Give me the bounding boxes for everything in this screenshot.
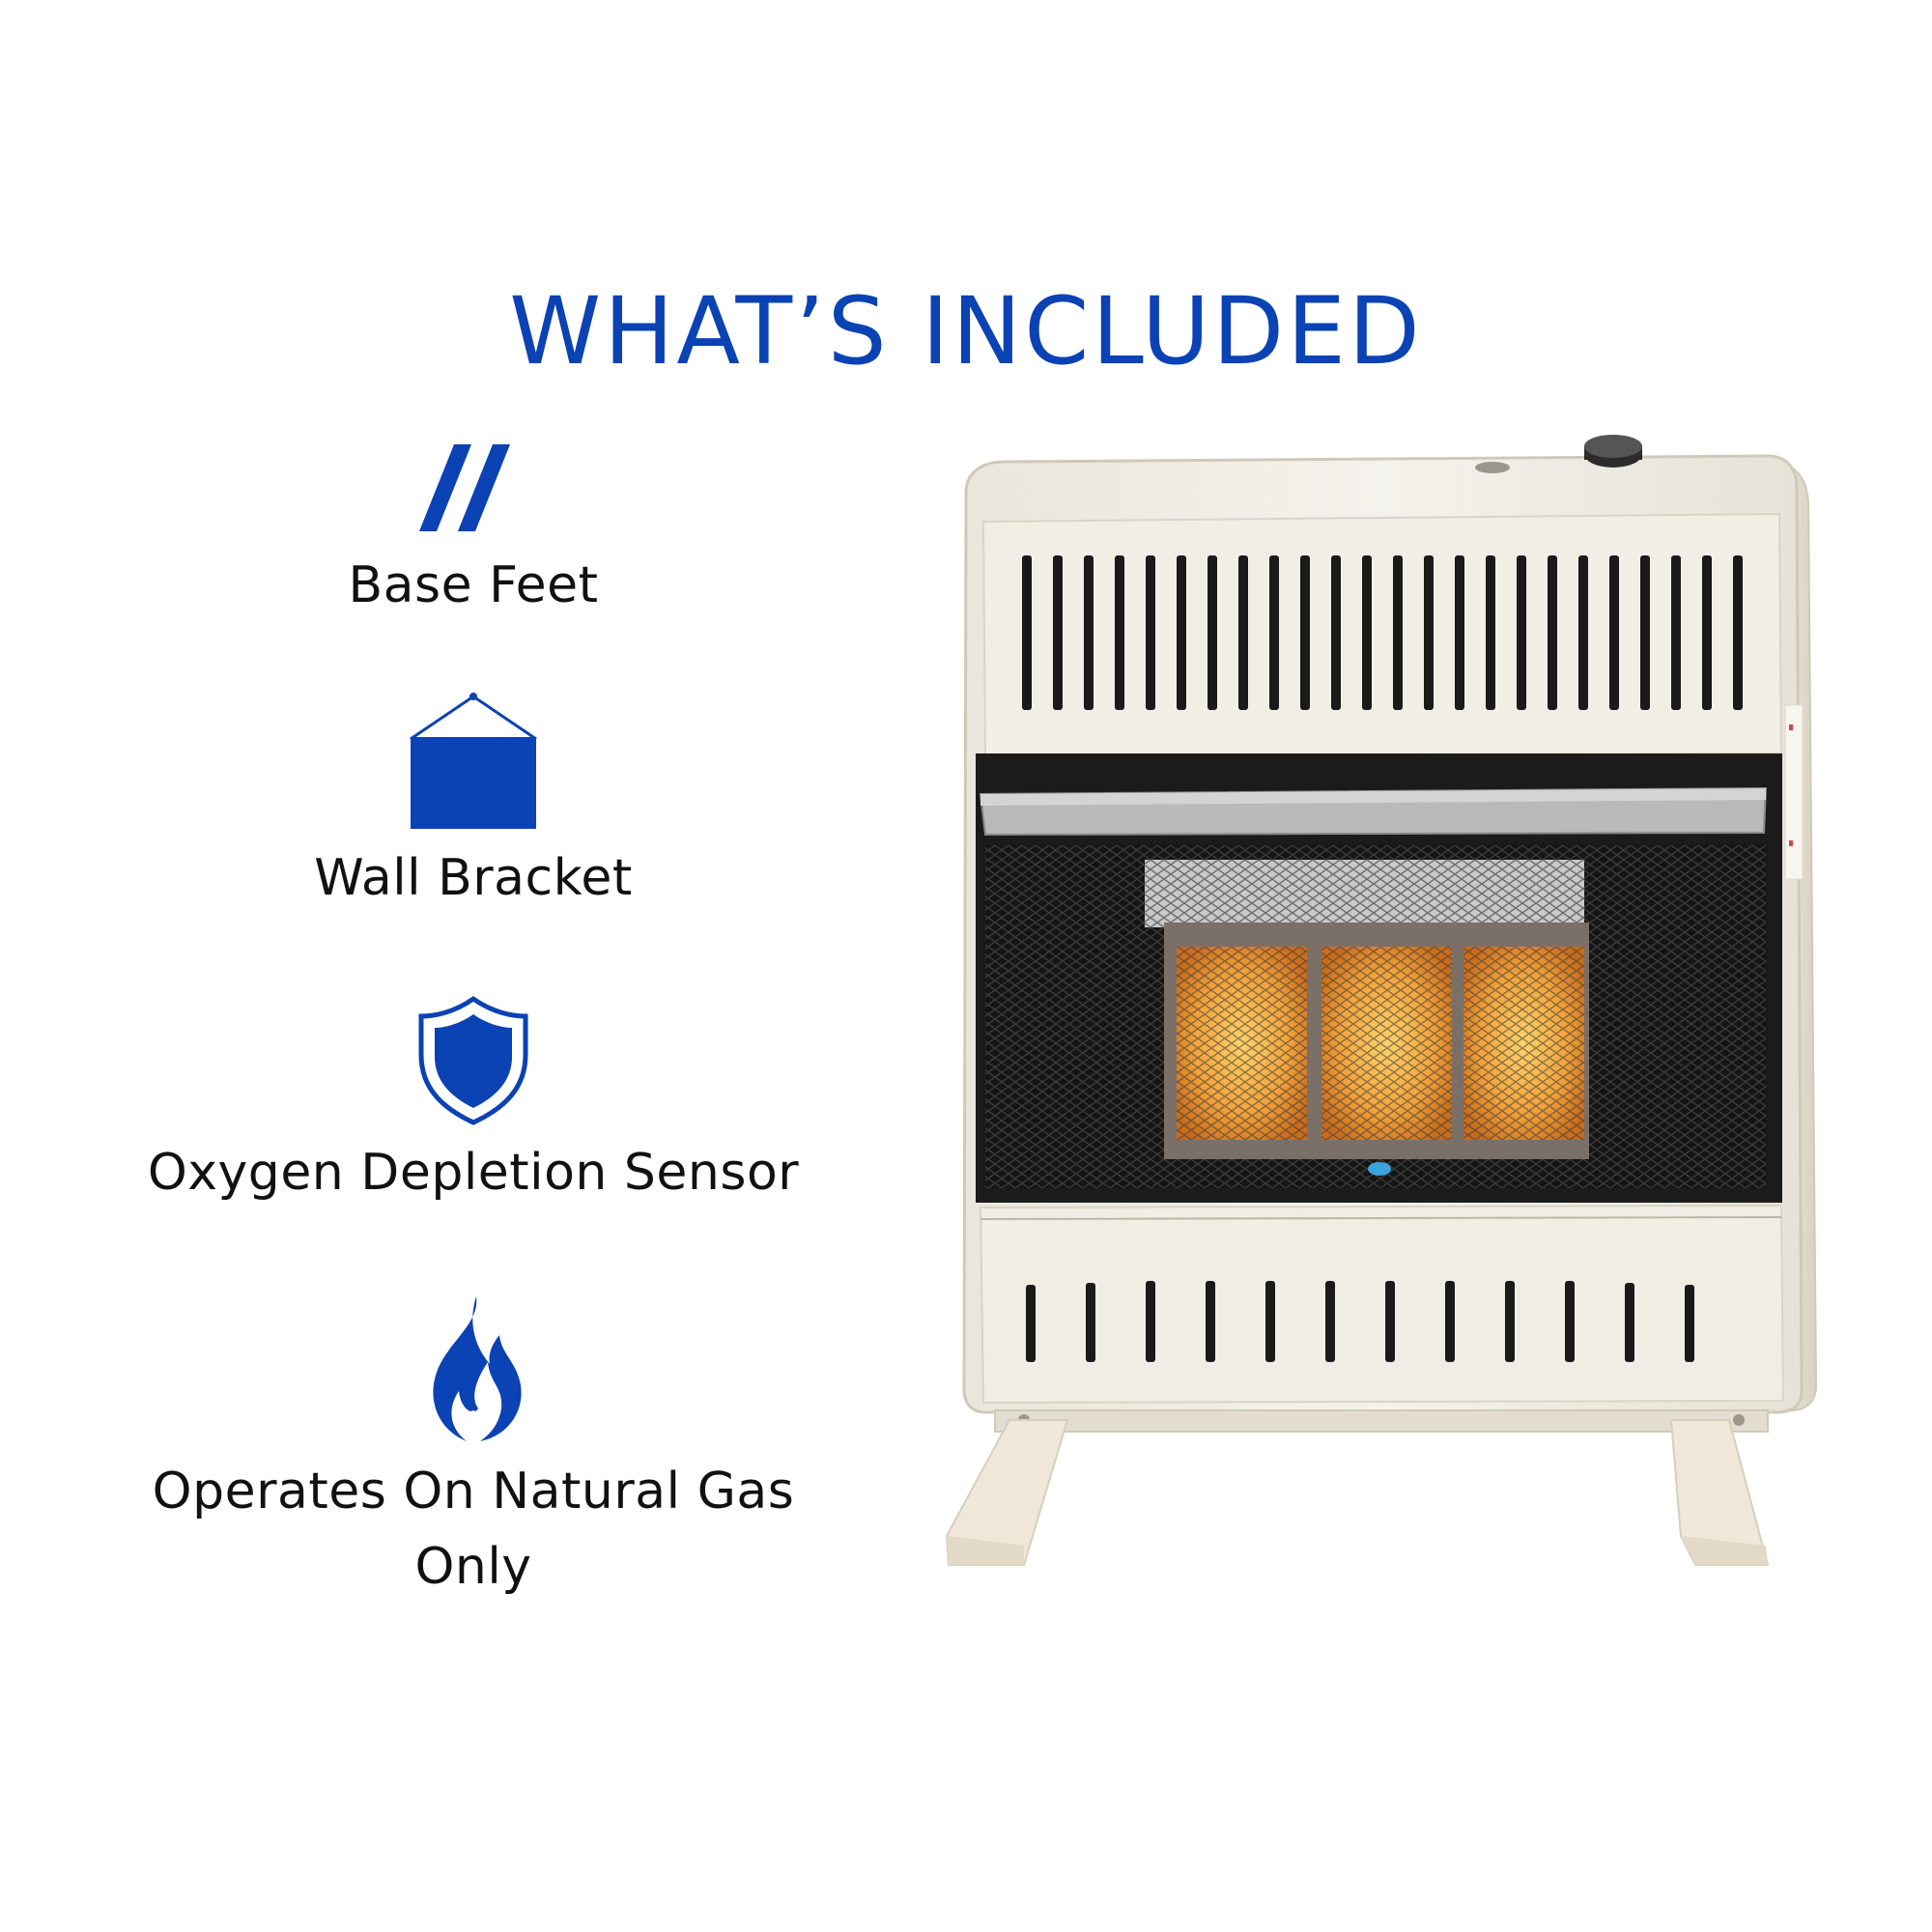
gas-heater-image bbox=[945, 435, 1818, 1566]
slashes-icon bbox=[419, 444, 510, 531]
feature-natural-gas: Operates On Natural Gas Only bbox=[97, 1294, 850, 1605]
feature-oxygen-sensor: Oxygen Depletion Sensor bbox=[97, 995, 850, 1210]
feature-label: Oxygen Depletion Sensor bbox=[147, 1144, 800, 1202]
shield-icon bbox=[418, 995, 528, 1125]
feature-wall-bracket: Wall Bracket bbox=[97, 691, 850, 916]
feature-base-feet: Base Feet bbox=[97, 440, 850, 623]
feature-label: Base Feet bbox=[348, 556, 599, 614]
feature-label: Wall Bracket bbox=[314, 849, 633, 907]
feature-label: Operates On Natural Gas Only bbox=[97, 1454, 850, 1605]
page-title: WHAT’S INCLUDED bbox=[509, 277, 1423, 385]
feature-label-line2: Only bbox=[414, 1538, 532, 1596]
feature-label-line1: Operates On Natural Gas bbox=[152, 1463, 795, 1520]
hanging-board-icon bbox=[410, 693, 537, 829]
flame-icon bbox=[433, 1296, 522, 1441]
